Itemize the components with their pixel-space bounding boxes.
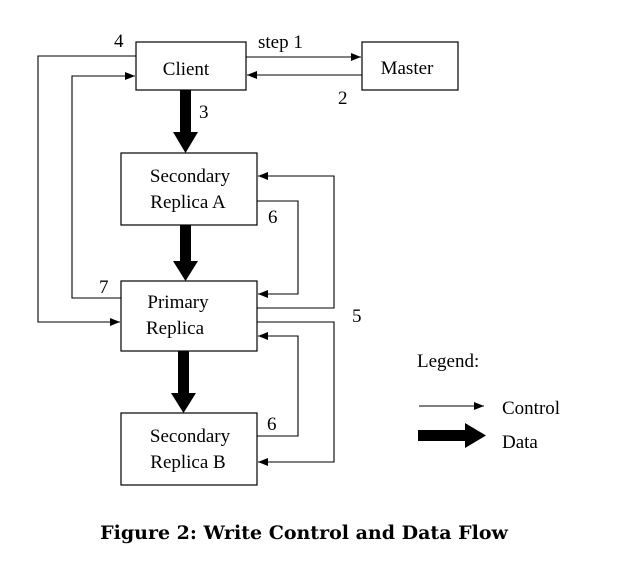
data-arrow-primary-to-b bbox=[171, 351, 196, 413]
label-step7: 7 bbox=[99, 277, 109, 298]
figure-caption: Figure 2: Write Control and Data Flow bbox=[100, 522, 508, 544]
legend-data-arrow bbox=[418, 423, 486, 448]
primary-box bbox=[120, 280, 258, 352]
arrow-step4 bbox=[37, 55, 136, 326]
master-box bbox=[361, 41, 459, 91]
secondary-a-box bbox=[120, 152, 258, 226]
arrow-step5-b bbox=[257, 321, 335, 466]
legend-control-label: Control bbox=[502, 398, 560, 419]
label-step1: step 1 bbox=[258, 32, 303, 53]
client-box bbox=[135, 41, 247, 91]
label-step2: 2 bbox=[338, 88, 348, 109]
legend-data-label: Data bbox=[502, 432, 538, 453]
secondary-a-label-1: Secondary bbox=[150, 166, 231, 187]
secondary-b-label-1: Secondary bbox=[150, 426, 231, 447]
client-label: Client bbox=[163, 59, 210, 80]
arrow-step6-b bbox=[257, 332, 299, 437]
secondary-a-label-2: Replica A bbox=[150, 192, 226, 213]
arrow-step6-a bbox=[257, 200, 299, 298]
arrow-step5-a bbox=[257, 172, 335, 309]
label-step6-a: 6 bbox=[268, 207, 278, 228]
label-step3: 3 bbox=[199, 102, 209, 123]
master-label: Master bbox=[381, 58, 434, 79]
label-step4: 4 bbox=[114, 31, 124, 52]
secondary-b-box bbox=[120, 412, 258, 486]
label-step6-b: 6 bbox=[267, 414, 277, 435]
arrow-step7 bbox=[71, 72, 135, 299]
label-step5: 5 bbox=[352, 306, 362, 327]
primary-label-1: Primary bbox=[147, 292, 209, 313]
legend-title: Legend: bbox=[417, 351, 479, 372]
data-arrow-a-to-primary bbox=[173, 225, 198, 281]
primary-label-2: Replica bbox=[146, 318, 205, 339]
data-arrow-client-to-a bbox=[173, 90, 198, 153]
secondary-b-label-2: Replica B bbox=[150, 452, 225, 473]
